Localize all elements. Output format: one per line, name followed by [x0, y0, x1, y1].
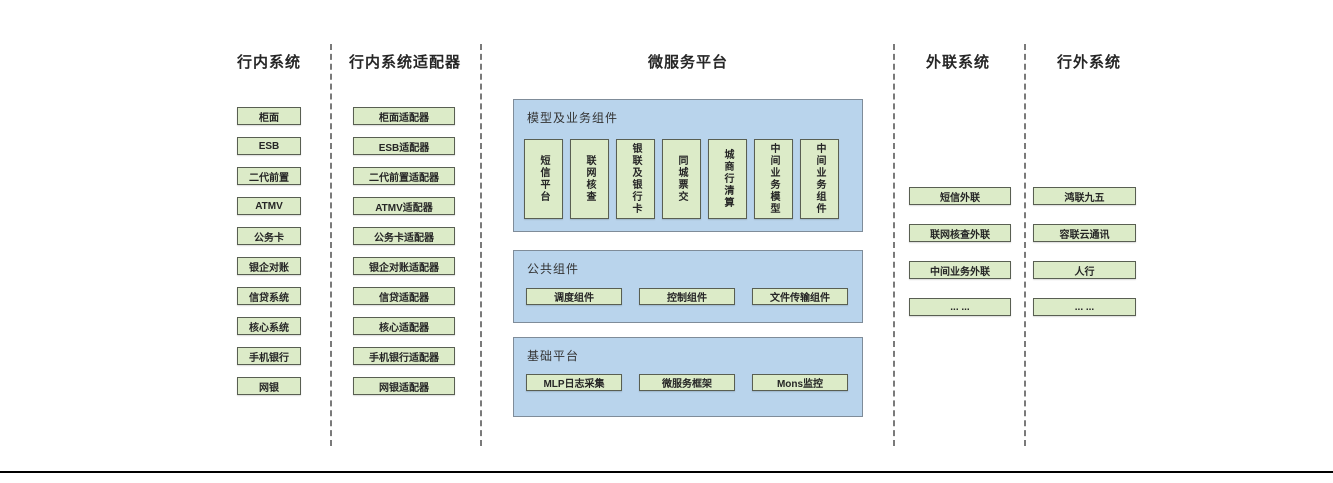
- common-component-box: 文件传输组件: [752, 288, 848, 305]
- column-divider: [480, 44, 482, 446]
- base-platform-list: MLP日志采集微服务框架 Mons监控: [526, 374, 848, 391]
- bottom-baseline: [0, 471, 1333, 473]
- column-title-microservice-platform: 微服务平台: [647, 54, 728, 71]
- column-divider: [330, 44, 332, 446]
- internal-system-box: 核心系统: [237, 317, 301, 335]
- common-components-list: 调度组件控制组件文件传输组件: [526, 288, 848, 305]
- outside-system-box: 鸿联九五: [1033, 187, 1136, 205]
- panel-title: 模型及业务组件: [527, 111, 619, 125]
- column-title-external-link-systems: 外联系统: [925, 54, 990, 71]
- internal-system-box: 二代前置: [237, 167, 301, 185]
- common-component-box: 控制组件: [639, 288, 735, 305]
- column-divider: [893, 44, 895, 446]
- internal-adapters-list: 柜面适配器 ESB适配器二代前置适配器 ATMV适配器公务卡适配器银企对账适配器信贷…: [353, 107, 455, 395]
- adapter-box: 柜面适配器: [353, 107, 455, 125]
- panel-title: 基础平台: [527, 349, 580, 363]
- adapter-box: 核心适配器: [353, 317, 455, 335]
- outside-system-box: 人行: [1033, 261, 1136, 279]
- model-component-box: 同城票交: [662, 139, 701, 219]
- column-title-outside-systems: 行外系统: [1056, 54, 1121, 71]
- panel-base-platform: 基础平台 MLP日志采集微服务框架 Mons监控: [513, 337, 863, 417]
- panel-model-business-components: 模型及业务组件 短信平台联网核查银联及银行卡同城票交城商行清算中间业务模型中间业…: [513, 99, 863, 232]
- model-component-box: 中间业务组件: [800, 139, 839, 219]
- adapter-box: 网银适配器: [353, 377, 455, 395]
- model-component-box: 银联及银行卡: [616, 139, 655, 219]
- internal-system-box: ESB: [237, 137, 301, 155]
- internal-system-box: 信贷系统: [237, 287, 301, 305]
- internal-systems-list: 柜面 ESB 二代前置 ATMV 公务卡银企对账信贷系统核心系统手机银行网银: [237, 107, 301, 395]
- internal-system-box: ATMV: [237, 197, 301, 215]
- common-component-box: 调度组件: [526, 288, 622, 305]
- base-platform-box: 微服务框架: [639, 374, 735, 391]
- model-component-box: 城商行清算: [708, 139, 747, 219]
- panel-title: 公共组件: [527, 262, 580, 276]
- external-link-box: 短信外联: [909, 187, 1011, 205]
- adapter-box: 二代前置适配器: [353, 167, 455, 185]
- internal-system-box: 银企对账: [237, 257, 301, 275]
- adapter-box: 银企对账适配器: [353, 257, 455, 275]
- panel-common-components: 公共组件 调度组件控制组件文件传输组件: [513, 250, 863, 323]
- internal-system-box: 网银: [237, 377, 301, 395]
- adapter-box: ESB适配器: [353, 137, 455, 155]
- column-divider: [1024, 44, 1026, 446]
- model-component-box: 短信平台: [524, 139, 563, 219]
- external-link-systems-list: 短信外联联网核查外联中间业务外联 ... ...: [909, 187, 1011, 316]
- outside-system-box: 容联云通讯: [1033, 224, 1136, 242]
- internal-system-box: 手机银行: [237, 347, 301, 365]
- model-components-list: 短信平台联网核查银联及银行卡同城票交城商行清算中间业务模型中间业务组件: [524, 139, 839, 219]
- outside-systems-list: 鸿联九五容联云通讯人行 ... ...: [1033, 187, 1136, 316]
- adapter-box: 手机银行适配器: [353, 347, 455, 365]
- column-title-internal-systems: 行内系统: [236, 54, 301, 71]
- adapter-box: 公务卡适配器: [353, 227, 455, 245]
- model-component-box: 中间业务模型: [754, 139, 793, 219]
- model-component-box: 联网核查: [570, 139, 609, 219]
- internal-system-box: 柜面: [237, 107, 301, 125]
- external-link-box: 中间业务外联: [909, 261, 1011, 279]
- column-title-internal-adapters: 行内系统适配器: [348, 54, 461, 71]
- outside-system-box: ... ...: [1033, 298, 1136, 316]
- adapter-box: ATMV适配器: [353, 197, 455, 215]
- internal-system-box: 公务卡: [237, 227, 301, 245]
- base-platform-box: MLP日志采集: [526, 374, 622, 391]
- base-platform-box: Mons监控: [752, 374, 848, 391]
- adapter-box: 信贷适配器: [353, 287, 455, 305]
- external-link-box: 联网核查外联: [909, 224, 1011, 242]
- external-link-box: ... ...: [909, 298, 1011, 316]
